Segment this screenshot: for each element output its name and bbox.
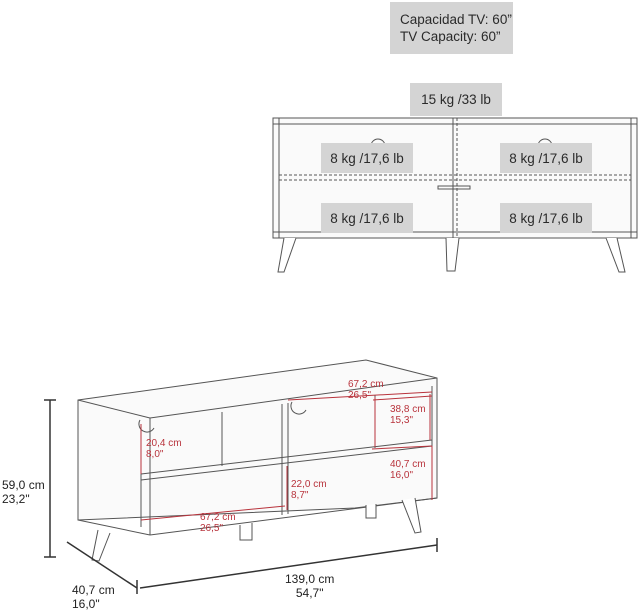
right-upper-height-label: 38,8 cm 15,3" [390,404,426,426]
front-view-drawing [272,117,638,273]
overall-width-in: 54,7" [295,586,324,600]
shelf-load-lower-right: 8 kg /17,6 lb [500,203,592,233]
shelf-width-top-in: 26,5" [348,390,372,401]
shelf-width-top-label: 67,2 cm 26,5" [348,379,384,401]
tv-capacity-label: Capacidad TV: 60” TV Capacity: 60” [390,2,513,54]
shelf-load-lower-left: 8 kg /17,6 lb [321,203,413,233]
right-lower-height-label: 40,7 cm 16,0" [390,459,426,481]
shelf-width-top-cm: 67,2 cm [348,379,384,390]
overall-depth-cm: 40,7 cm [72,583,115,597]
top-load-label: 15 kg /33 lb [410,83,502,116]
overall-height-in: 23,2" [2,492,30,506]
tv-capacity-english: TV Capacity: 60” [400,29,501,44]
middle-lower-height-label: 22,0 cm 8,7" [291,479,327,501]
internal-dimension-lines [140,391,433,521]
left-upper-height-in: 8,0" [146,449,164,460]
shelf-width-bottom-label: 67,2 cm 26,5" [200,512,236,534]
right-upper-height-cm: 38,8 cm [390,404,426,415]
right-lower-height-cm: 40,7 cm [390,459,426,470]
overall-depth-in: 16,0" [72,597,100,611]
shelf-load-upper-right: 8 kg /17,6 lb [500,143,592,173]
shelf-load-upper-left: 8 kg /17,6 lb [321,143,413,173]
shelf-width-bottom-cm: 67,2 cm [200,512,236,523]
shelf-width-bottom-in: 26,5" [200,523,224,534]
middle-lower-height-cm: 22,0 cm [291,479,327,490]
left-upper-height-label: 20,4 cm 8,0" [146,438,182,460]
right-lower-height-in: 16,0" [390,470,414,481]
right-upper-height-in: 15,3" [390,415,414,426]
overall-height-cm: 59,0 cm [2,478,45,492]
overall-width-label: 139,0 cm 54,7" [285,572,334,600]
tv-capacity-spanish: Capacidad TV: 60” [400,12,512,27]
overall-width-cm: 139,0 cm [285,572,335,586]
left-upper-height-cm: 20,4 cm [146,438,182,449]
overall-dimension-lines [44,399,438,594]
middle-lower-height-in: 8,7" [291,490,309,501]
overall-height-label: 59,0 cm 23,2" [2,478,45,506]
overall-depth-label: 40,7 cm 16,0" [72,583,115,611]
